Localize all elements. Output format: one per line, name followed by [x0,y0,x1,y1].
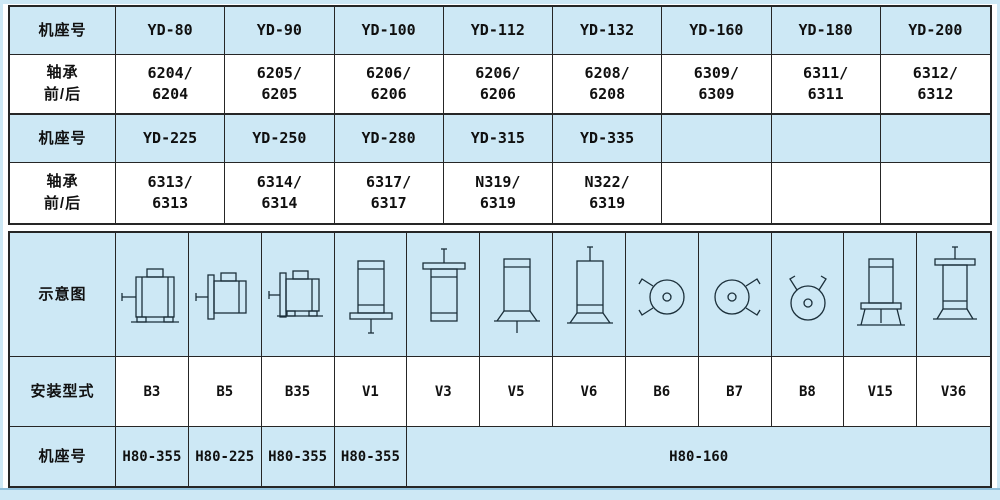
schematic-cell-b5 [188,233,262,357]
b5-mount-icon [195,271,247,320]
bearing-cell: 6309/ 6309 [662,55,772,115]
bearing-cell: 6311/ 6311 [771,55,881,115]
schematic-cell-v6 [553,233,626,357]
mount-type-cell: V3 [407,357,481,427]
v6-mount-icon [566,245,613,324]
bearing-cell: 6208/ 6208 [553,55,663,115]
bearing-cell: 6206/ 6206 [334,55,444,115]
bearing-cell [880,163,990,223]
v3-mount-icon [422,247,466,322]
bearing-row-header: 轴承 前/后 [10,55,116,115]
bearing-cell: N319/ 6319 [443,163,553,223]
bearing-cell: 6205/ 6205 [225,55,335,115]
v1-mount-icon [349,259,394,334]
mount-type-cell: B6 [625,357,699,427]
mount-type-cell: B8 [771,357,845,427]
bearing-cell: 6313/ 6313 [116,163,226,223]
schematic-cell-v15 [844,233,918,357]
frame-cell: YD-250 [225,115,335,163]
frame-range-cell: H80-355 [261,427,335,486]
mount-type-cell: V6 [553,357,626,427]
right-edge-strip [997,0,1000,500]
v15-mount-icon [857,257,906,326]
schematic-cell-b7 [698,233,772,357]
frame-cell: YD-100 [334,7,444,55]
bottom-decorative-strip [0,488,1000,500]
bearing-cell: 6317/ 6317 [334,163,444,223]
b7-mount-icon [713,277,761,316]
schematic-row-header: 示意图 [10,233,116,357]
frame-cell [880,115,990,163]
bearing-cell: 6204/ 6204 [116,55,226,115]
frame-range-row-header: 机座号 [10,427,116,486]
schematic-cell-b35 [261,233,335,357]
frame-cell: YD-90 [225,7,335,55]
b8-mount-icon [789,274,828,321]
schematic-cell-b8 [771,233,845,357]
mount-type-cell: B7 [698,357,772,427]
frame-range-cell-merged: H80-160 [407,427,990,486]
type-row-header: 安装型式 [10,357,116,427]
frame-cell: YD-80 [116,7,226,55]
frame-cell: YD-112 [443,7,553,55]
mount-type-cell: V5 [480,357,553,427]
mount-type-cell: B3 [116,357,189,427]
frame-cell: YD-225 [116,115,226,163]
schematic-cell-v3 [407,233,481,357]
mount-type-cell: V1 [334,357,408,427]
mounting-table: 示意图 [8,231,992,488]
frame-cell: YD-160 [662,7,772,55]
frame-cell: YD-315 [443,115,553,163]
frame-cell: YD-180 [771,7,881,55]
frame-row-header: 机座号 [10,7,116,55]
mount-type-cell: B35 [261,357,335,427]
v5-mount-icon [494,257,541,333]
top-edge-strip [0,0,1000,4]
b6-mount-icon [638,277,685,316]
bearing-row-header: 轴承 前/后 [10,163,116,223]
schematic-cell-v1 [334,233,408,357]
v36-mount-icon [932,245,977,320]
bearing-cell: N322/ 6319 [553,163,663,223]
mount-type-cell: B5 [188,357,262,427]
bearing-cell: 6314/ 6314 [225,163,335,223]
frame-cell: YD-200 [880,7,990,55]
schematic-cell-b3 [116,233,189,357]
bearing-cell: 6312/ 6312 [880,55,990,115]
mount-type-cell: V36 [917,357,990,427]
b35-mount-icon [267,269,323,318]
frame-range-cell: H80-225 [188,427,262,486]
frame-cell: YD-132 [553,7,663,55]
bearing-table: 机座号 YD-80 YD-90 YD-100 YD-112 YD-132 YD-… [8,5,992,225]
frame-cell [771,115,881,163]
mount-type-cell: V15 [844,357,918,427]
bearing-cell: 6206/ 6206 [443,55,553,115]
frame-cell: YD-280 [334,115,444,163]
frame-range-cell: H80-355 [334,427,408,486]
frame-cell [662,115,772,163]
frame-row-header: 机座号 [10,115,116,163]
b3-mount-icon [121,267,179,323]
left-edge-strip [0,0,3,500]
bearing-cell [771,163,881,223]
bearing-cell [662,163,772,223]
schematic-cell-v5 [480,233,553,357]
frame-range-cell: H80-355 [116,427,189,486]
frame-cell: YD-335 [553,115,663,163]
schematic-cell-b6 [625,233,699,357]
schematic-cell-v36 [917,233,990,357]
